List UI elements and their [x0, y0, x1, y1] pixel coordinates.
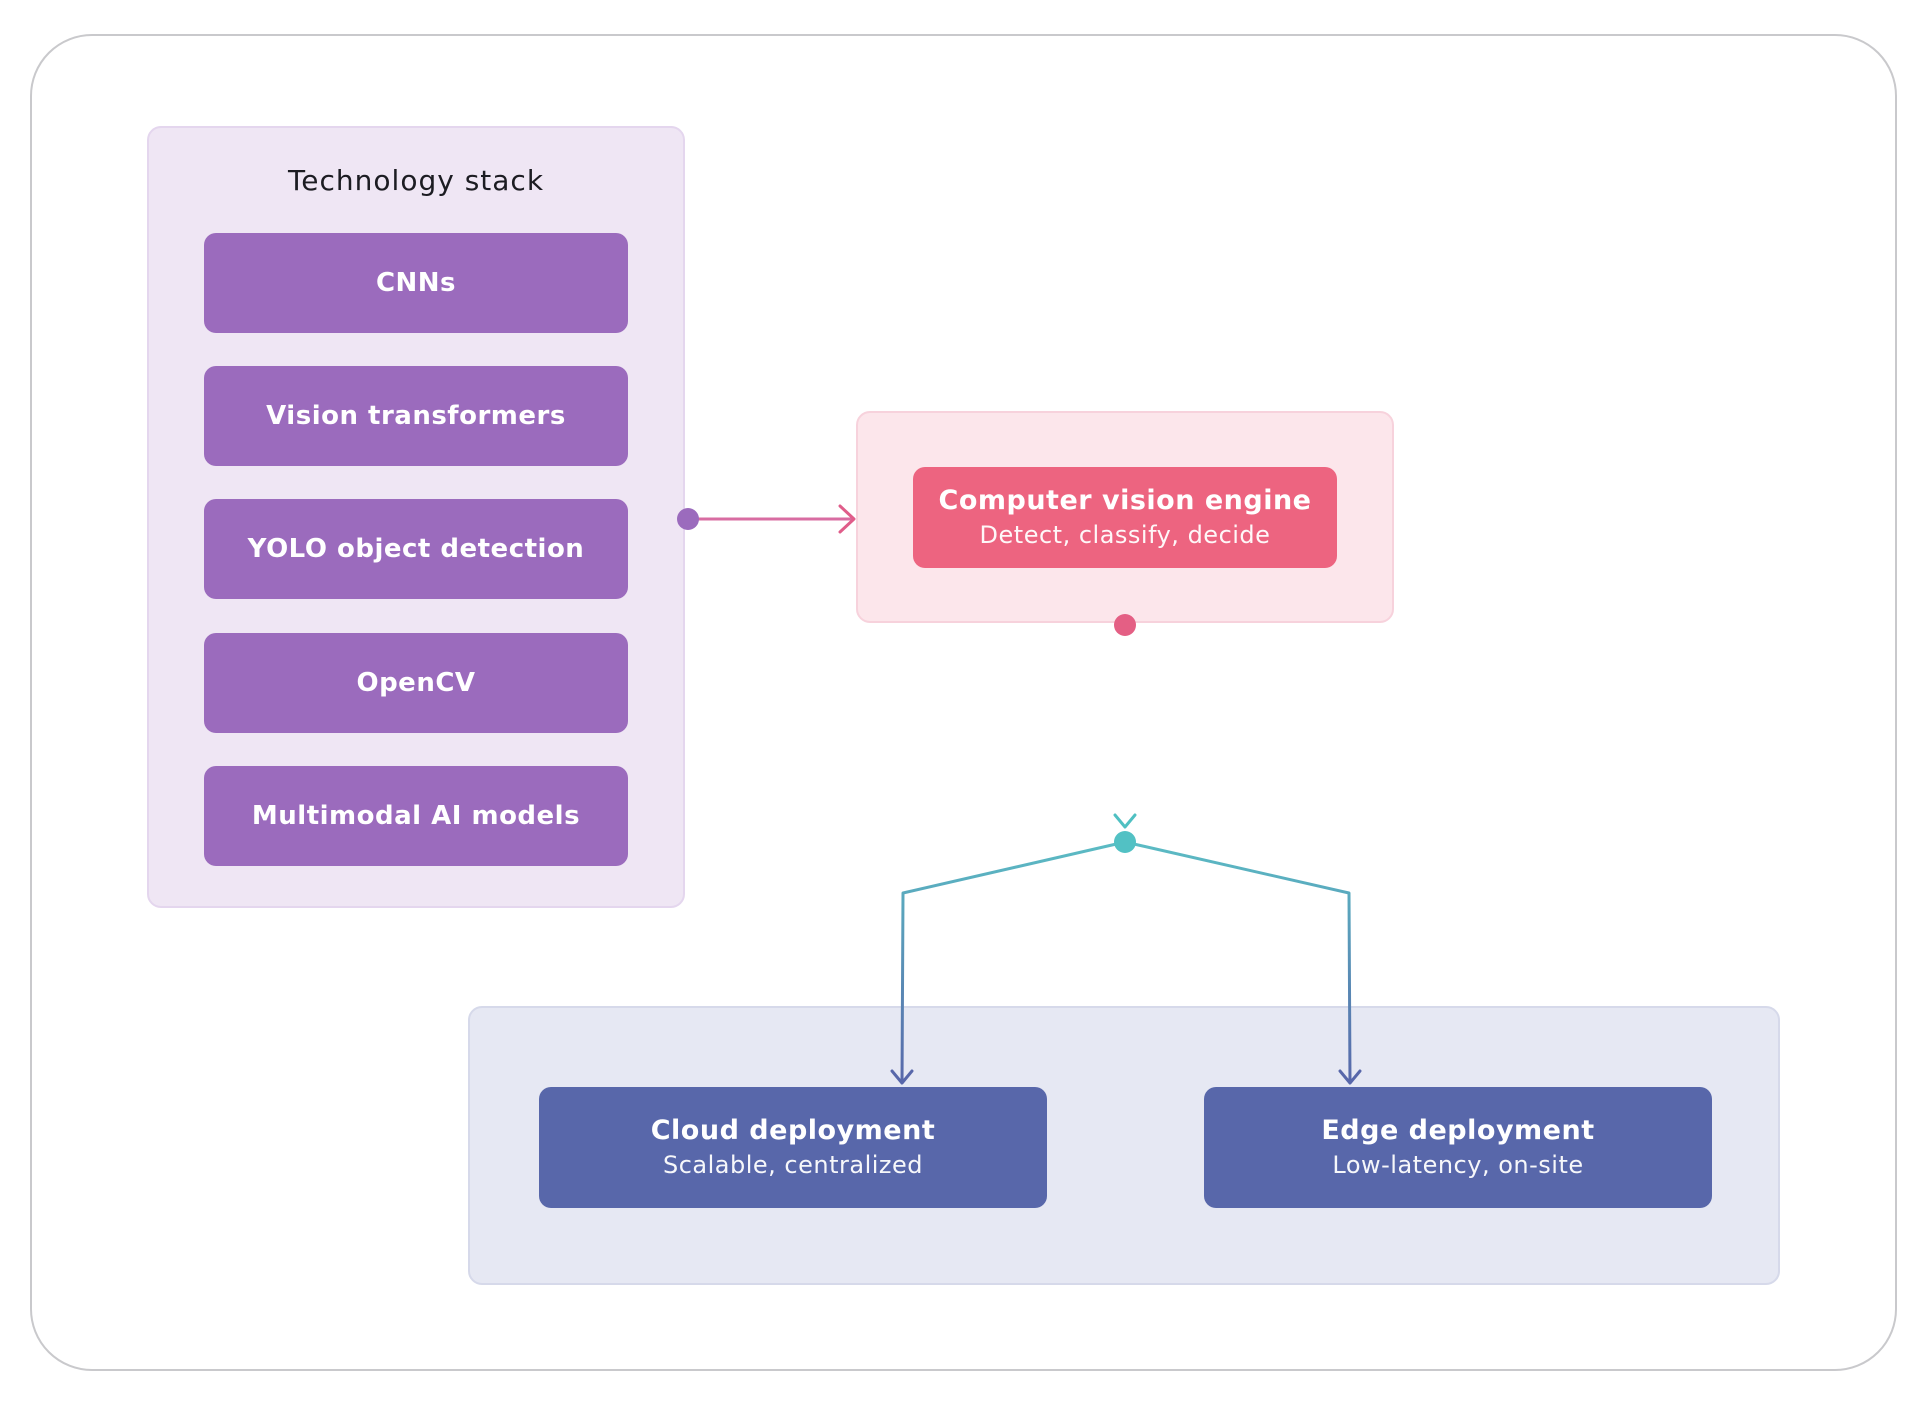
cloud-deployment-node: Cloud deployment Scalable, centralized — [539, 1087, 1047, 1208]
technology-stack-title: Technology stack — [287, 164, 545, 197]
cloud-deployment-title: Cloud deployment — [650, 1114, 936, 1146]
tech-item-vision-transformers: Vision transformers — [204, 366, 628, 466]
branch-to-edge-line — [1124, 840, 1352, 1084]
edge-deployment-node: Edge deployment Low-latency, on-site — [1204, 1087, 1712, 1208]
branch-arrowhead — [1113, 813, 1137, 829]
engine-connector-dot — [1114, 614, 1136, 636]
tech-item-multimodal: Multimodal AI models — [204, 766, 628, 866]
engine-title: Computer vision engine — [938, 484, 1312, 516]
edge-arrowhead — [1338, 1069, 1362, 1085]
tech-item-opencv: OpenCV — [204, 633, 628, 733]
edge-deployment-subtitle: Low-latency, on-site — [1332, 1150, 1584, 1179]
engine-arrowhead — [838, 504, 856, 534]
edge-deployment-title: Edge deployment — [1321, 1114, 1595, 1146]
stack-connector-dot — [677, 508, 699, 530]
engine-node: Computer vision engine Detect, classify,… — [913, 467, 1337, 568]
cloud-deployment-subtitle: Scalable, centralized — [662, 1150, 924, 1179]
tech-item-cnns: CNNs — [204, 233, 628, 333]
tech-item-yolo: YOLO object detection — [204, 499, 628, 599]
engine-subtitle: Detect, classify, decide — [979, 520, 1271, 549]
cloud-arrowhead — [890, 1069, 914, 1085]
branch-to-cloud-line — [900, 840, 1126, 1084]
branch-dot — [1114, 831, 1136, 853]
